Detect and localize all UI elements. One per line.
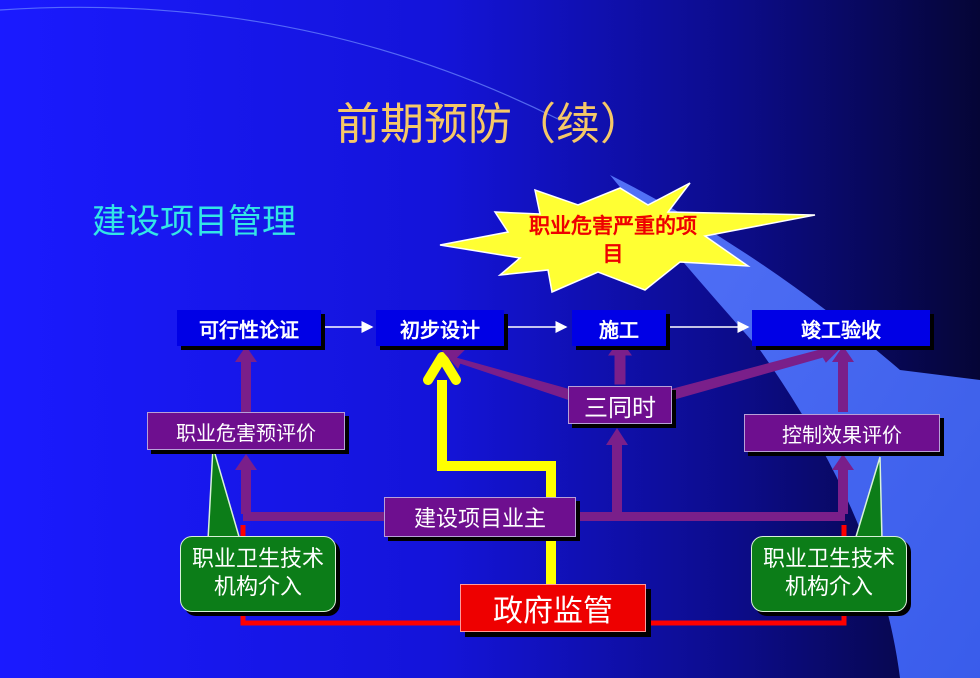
three-simultaneous-box: 三同时 <box>568 386 672 424</box>
tech-agency-left-label: 职业卫生技术机构介入 <box>191 547 324 600</box>
purple-arrow-to-construction <box>608 339 632 385</box>
tech-agency-right-box: 职业卫生技术机构介入 <box>751 536 907 612</box>
owner-box: 建设项目业主 <box>384 497 576 537</box>
stage-construction: 施工 <box>572 310 666 346</box>
owner-bar-left <box>243 512 386 521</box>
owner-bar-right <box>575 512 845 521</box>
control-evaluation-box: 控制效果评价 <box>744 414 940 452</box>
pre-evaluation-box: 职业危害预评价 <box>147 412 345 450</box>
purple-arrow-to-design <box>440 348 579 403</box>
yellow-arrow-head <box>423 352 461 385</box>
green-callout-pointer-left <box>207 446 241 541</box>
starburst-label: 职业危害严重的项目 <box>529 214 697 266</box>
stage-preliminary-design: 初步设计 <box>376 310 504 346</box>
yellow-arrow-line <box>437 380 556 585</box>
purple-arrow-control-eval-up <box>832 346 854 412</box>
slide-title: 前期预防（续） <box>336 99 644 150</box>
purple-arrow-owner-to-control-eval <box>832 454 854 514</box>
government-box: 政府监管 <box>460 584 646 632</box>
starburst-shape <box>439 182 816 294</box>
tech-agency-left-box: 职业卫生技术机构介入 <box>180 536 336 612</box>
slide-subtitle: 建设项目管理 <box>92 202 296 242</box>
stage-feasibility: 可行性论证 <box>177 310 321 346</box>
tech-agency-right-label: 职业卫生技术机构介入 <box>762 547 895 600</box>
stage-acceptance: 竣工验收 <box>752 310 930 346</box>
purple-arrow-pre-eval-up <box>235 346 257 412</box>
purple-arrow-owner-to-three <box>606 428 628 514</box>
purple-arrow-to-acceptance <box>661 342 844 403</box>
decorative-arc <box>0 6 561 121</box>
purple-arrow-owner-to-pre-eval <box>235 454 257 514</box>
